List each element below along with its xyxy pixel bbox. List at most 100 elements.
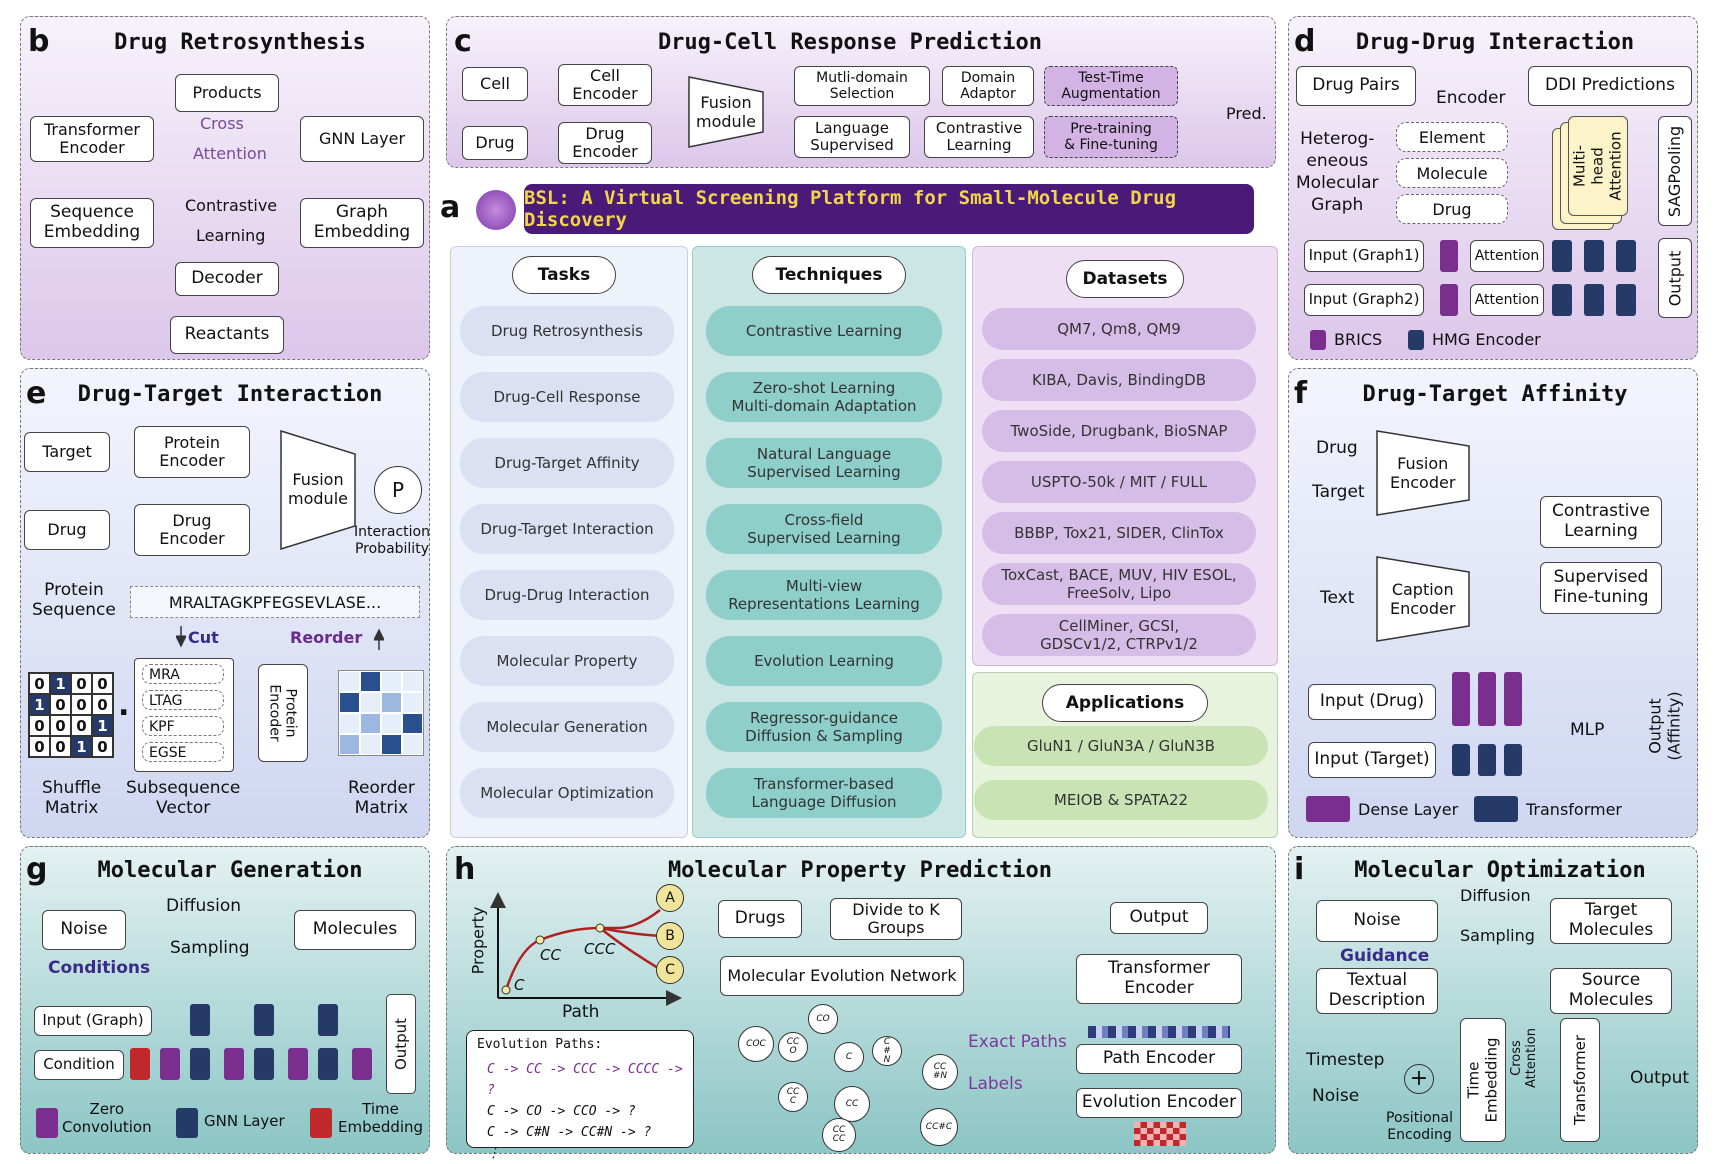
plus-circle: + <box>1404 1064 1434 1094</box>
evo-path-3: ⋮ <box>487 1146 500 1161</box>
mol-node-7: CC <box>834 1086 870 1122</box>
hmg-block-1a <box>1552 240 1572 272</box>
output-affinity: Output (Affinity) <box>1640 686 1690 766</box>
panel-d-title: Drug-Drug Interaction <box>1355 30 1635 55</box>
protein-sequence-label: Protein Sequence <box>32 580 116 621</box>
attention-box-2: Attention <box>1470 284 1544 316</box>
gnn-top-0 <box>190 1004 210 1036</box>
hmg-block-2c <box>1616 284 1636 316</box>
textual-description-box: Textual Description <box>1316 968 1438 1014</box>
mol-node-5: CC #N <box>922 1054 958 1090</box>
caption-encoder-shape <box>1376 556 1470 642</box>
multihead-label: Multi-head Attention <box>1571 131 1626 201</box>
ddi-predictions-box: DDI Predictions <box>1528 66 1692 106</box>
techniques-item-7: Transformer-based Language Diffusion <box>706 768 942 818</box>
pretraining-box: Pre-training & Fine-tuning <box>1044 116 1178 158</box>
hmg-block-1b <box>1584 240 1604 272</box>
shuffle-cell: 0 <box>29 736 50 757</box>
output-label-g: Output <box>392 1017 411 1071</box>
output-box-d: Output <box>1658 238 1692 318</box>
input-graph-box: Input (Graph) <box>34 1006 152 1036</box>
mol-node-3: C <box>834 1042 864 1072</box>
shuffle-cell: 0 <box>71 673 92 694</box>
g-bottom-7 <box>352 1048 372 1080</box>
g-bottom-0 <box>130 1048 150 1080</box>
datasets-header: Datasets <box>1066 260 1184 298</box>
g-bottom-2 <box>190 1048 210 1080</box>
reorder-matrix <box>338 670 424 756</box>
panel-e-title: Drug-Target Interaction <box>77 382 383 407</box>
cross-attention-label: Cross Attention <box>1509 1028 1539 1088</box>
transformer-encoder-box: Transformer Encoder <box>30 116 154 162</box>
sampling-label-g: Sampling <box>170 938 250 958</box>
output-label-d: Output <box>1665 250 1685 306</box>
panel-e-letter: e <box>26 376 47 411</box>
drug-box: Drug <box>462 126 528 160</box>
techniques-item-2: Natural Language Supervised Learning <box>706 438 942 488</box>
node-cc-label: CC <box>540 946 561 964</box>
panel-g-letter: g <box>26 852 48 887</box>
techniques-item-4: Multi-view Representations Learning <box>706 570 942 620</box>
leaf-c-label: C <box>665 962 675 978</box>
hmg-block-2a <box>1552 284 1572 316</box>
transformer-block-f1 <box>1452 744 1470 776</box>
shuffle-cell: 0 <box>71 715 92 736</box>
panel-i-title: Molecular Optimization <box>1354 858 1646 883</box>
shuffle-cell: 1 <box>29 694 50 715</box>
tasks-item-6: Molecular Generation <box>460 702 674 752</box>
panel-c-title: Drug-Cell Response Prediction <box>657 30 1043 55</box>
multi-domain-box: Mutli-domain Selection <box>794 66 930 106</box>
target-box: Target <box>24 432 110 472</box>
tasks-item-7: Molecular Optimization <box>460 768 674 818</box>
drug-box-d: Drug <box>1396 194 1508 224</box>
evolution-encoder-box: Evolution Encoder <box>1076 1088 1242 1118</box>
text-label-f: Text <box>1320 588 1355 608</box>
drug-pairs-box: Drug Pairs <box>1296 66 1416 106</box>
reorder-cell <box>402 692 423 713</box>
node-c-label: C <box>514 976 525 994</box>
evolution-paths-box: Evolution Paths: C -> CC -> CCC -> CCCC … <box>466 1030 694 1161</box>
node-ccc-label: CCC <box>584 940 616 958</box>
reorder-cell <box>381 671 402 692</box>
panel-i-letter: i <box>1294 852 1305 887</box>
cut-label: Cut <box>188 628 219 647</box>
shuffle-cell: 1 <box>92 715 113 736</box>
sequence-embedding-box: Sequence Embedding <box>30 198 154 248</box>
shuffle-cell: 0 <box>29 673 50 694</box>
panel-d-letter: d <box>1294 24 1316 59</box>
decoder-box: Decoder <box>175 262 279 296</box>
interaction-prob-label: Interaction Probability <box>354 524 430 557</box>
evolution-embedding-blocks <box>1134 1122 1186 1146</box>
shuffle-cell: 0 <box>92 736 113 757</box>
pred-label: Pred. <box>1226 104 1267 123</box>
source-molecules-box: Source Molecules <box>1550 968 1672 1014</box>
path-embedding-strip <box>1088 1026 1230 1038</box>
brics-block-1 <box>1440 240 1458 272</box>
products-box: Products <box>175 74 279 112</box>
reorder-cell <box>339 734 360 755</box>
reorder-matrix-label: Reorder Matrix <box>348 778 415 819</box>
panel-b-title: Drug Retrosynthesis <box>114 30 366 55</box>
tasks-item-3: Drug-Target Interaction <box>460 504 674 554</box>
applications-header: Applications <box>1042 684 1208 722</box>
language-supervised-box: Language Supervised <box>794 116 910 158</box>
mol-node-4: C # N <box>872 1036 902 1066</box>
reorder-cell <box>360 713 381 734</box>
cell-encoder-box: Cell Encoder <box>558 64 652 106</box>
techniques-item-3: Cross-field Supervised Learning <box>706 504 942 554</box>
reorder-cell <box>360 734 381 755</box>
drug-encoder-box: Drug Encoder <box>558 122 652 164</box>
caption-encoder-label: Caption Encoder <box>1390 580 1456 619</box>
reorder-cell <box>339 671 360 692</box>
reorder-cell <box>339 692 360 713</box>
legend-hmg-label: HMG Encoder <box>1432 330 1541 349</box>
drug-label-f: Drug <box>1316 438 1358 458</box>
datasets-item-1: KIBA, Davis, BindingDB <box>982 359 1256 401</box>
reorder-cell <box>360 671 381 692</box>
evo-path-2: C -> C#N -> CC#N -> ? <box>487 1125 652 1140</box>
techniques-header: Techniques <box>752 256 906 294</box>
positional-encoding-label: Positional Encoding <box>1386 1110 1453 1143</box>
evo-path-1: C -> CO -> CCO -> ? <box>487 1104 636 1119</box>
fusion-encoder-shape <box>1376 430 1470 516</box>
evo-path-0: C -> CC -> CCC -> CCCC -> ? <box>487 1062 683 1098</box>
